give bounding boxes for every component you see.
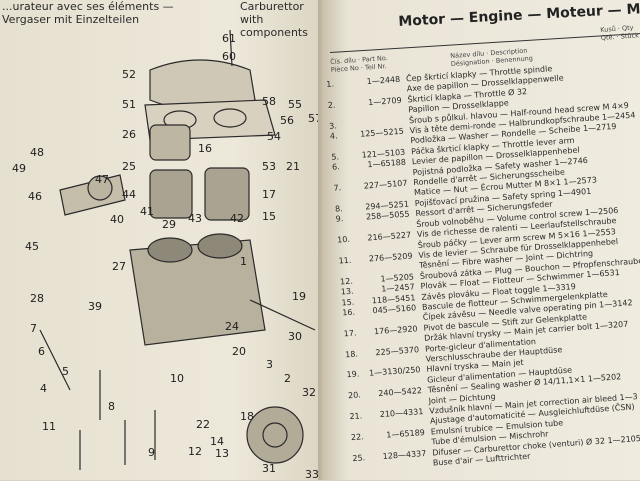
callout-number: 28 (30, 292, 44, 305)
callout-number: 31 (262, 462, 276, 475)
column-header-qty: Kusů · Qty Qté. · Stück (600, 23, 639, 42)
callout-number: 56 (280, 114, 294, 127)
callout-number: 58 (262, 95, 276, 108)
callout-number: 20 (232, 345, 246, 358)
callout-number: 47 (95, 173, 109, 186)
callout-number: 24 (225, 320, 239, 333)
callout-number: 1 (240, 255, 247, 268)
callout-number: 11 (42, 420, 56, 433)
item-number (353, 463, 368, 474)
callout-number: 12 (188, 445, 202, 458)
callout-number: 8 (108, 400, 115, 413)
callout-number: 32 (302, 386, 316, 399)
float-part (204, 167, 250, 221)
callout-number: 4 (40, 382, 47, 395)
callout-number: 49 (12, 162, 26, 175)
carburettor-exploded-diagram (39, 29, 316, 470)
callout-number: 7 (30, 322, 37, 335)
figure-caption-en: Carburettor with components (240, 0, 308, 39)
callout-number: 3 (266, 358, 273, 371)
float-part (149, 169, 193, 219)
callout-number: 52 (122, 68, 136, 81)
callout-number: 44 (122, 188, 136, 201)
callout-number: 42 (230, 212, 244, 225)
right-page (322, 0, 640, 480)
callout-number: 25 (122, 160, 136, 173)
callout-number: 41 (140, 205, 154, 218)
callout-number: 9 (148, 446, 155, 459)
callout-number: 45 (25, 240, 39, 253)
figure-caption: ...urateur avec ses éléments — Vergaser … (2, 0, 174, 26)
callout-number: 22 (196, 418, 210, 431)
callout-number: 14 (210, 435, 224, 448)
callout-number: 55 (288, 98, 302, 111)
callout-number: 27 (112, 260, 126, 273)
callout-number: 10 (170, 372, 184, 385)
left-page: ...urateur avec ses éléments — Vergaser … (0, 0, 335, 481)
callout-number: 40 (110, 213, 124, 226)
callout-number: 6 (38, 345, 45, 358)
callout-number: 18 (240, 410, 254, 423)
callout-number: 17 (262, 188, 276, 201)
callout-number: 13 (215, 447, 229, 460)
callout-number: 29 (162, 218, 176, 231)
callout-number: 15 (262, 210, 276, 223)
callout-number: 54 (267, 130, 281, 143)
callout-number: 61 (222, 32, 236, 45)
callout-number: 30 (288, 330, 302, 343)
callout-number: 33 (305, 468, 319, 481)
callout-number: 53 (262, 160, 276, 173)
callout-number: 21 (286, 160, 300, 173)
callout-number: 19 (292, 290, 306, 303)
callout-number: 48 (30, 146, 44, 159)
callout-number: 60 (222, 50, 236, 63)
callout-number: 2 (284, 372, 291, 385)
callout-number: 16 (198, 142, 212, 155)
callout-number: 5 (62, 365, 69, 378)
callout-number: 26 (122, 128, 136, 141)
callout-number: 51 (122, 98, 136, 111)
callout-number: 39 (88, 300, 102, 313)
float-part (149, 124, 191, 161)
callout-number: 46 (28, 190, 42, 203)
callout-number: 43 (188, 212, 202, 225)
